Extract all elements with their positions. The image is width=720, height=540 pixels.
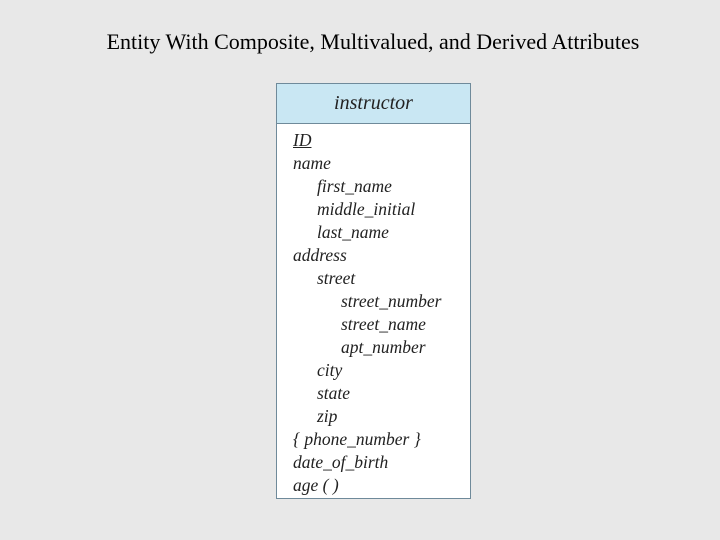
- entity-name: instructor: [277, 84, 470, 124]
- attribute-component: last_name: [317, 222, 389, 242]
- slide-title: Entity With Composite, Multivalued, and …: [106, 29, 640, 54]
- attribute-component: city: [317, 360, 343, 380]
- attribute-component: zip: [317, 406, 338, 426]
- attribute-composite: address: [293, 245, 347, 265]
- attribute-component: state: [317, 383, 351, 403]
- attribute-derived: age ( ): [293, 475, 339, 495]
- attribute-component: middle_initial: [317, 199, 416, 219]
- attribute-subcomponent: street_number: [341, 291, 442, 311]
- attribute-subcomponent: street_name: [341, 314, 426, 334]
- attribute-composite: name: [293, 153, 331, 173]
- attribute-primary-key: ID: [293, 130, 312, 150]
- attribute-multivalued: { phone_number }: [293, 429, 421, 449]
- attribute-subcomponent: apt_number: [341, 337, 426, 357]
- attribute-component: first_name: [317, 176, 392, 196]
- attribute-composite-component: street: [317, 268, 356, 288]
- attribute-list: ID name first_name middle_initial last_n…: [277, 124, 470, 497]
- entity-box-instructor: instructor ID name first_name middle_ini…: [276, 83, 471, 499]
- attribute-simple: date_of_birth: [293, 452, 389, 472]
